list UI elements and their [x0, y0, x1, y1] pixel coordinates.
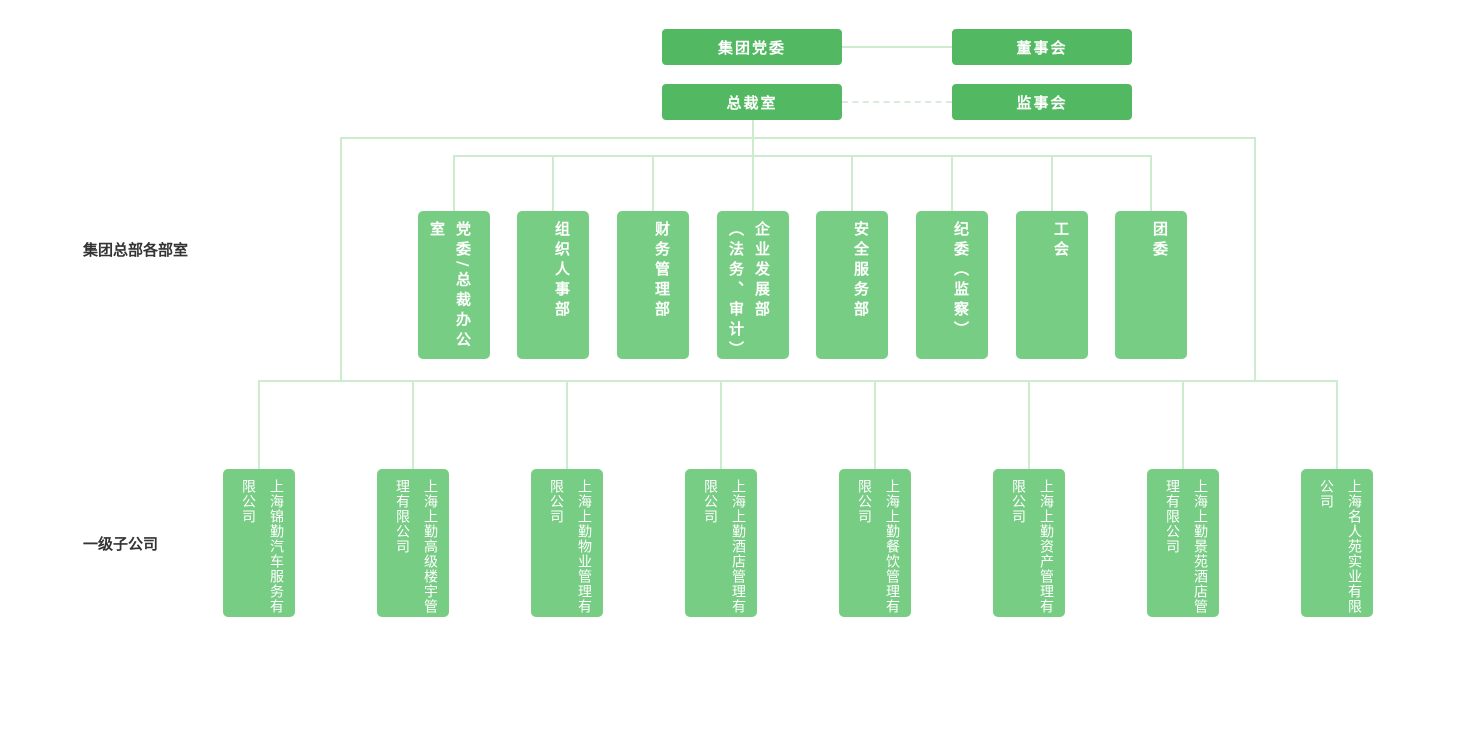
connector-president-supervisors — [842, 101, 952, 103]
dept-drop-connector — [453, 155, 455, 212]
subsidiary-label: 上海上勤高级楼宇管理有限公司 — [394, 479, 438, 614]
subsidiary-box: 上海上勤餐饮管理有限公司 — [839, 469, 911, 617]
dept-drop-connector — [1051, 155, 1053, 212]
connector-outer-top — [340, 137, 1256, 139]
connector-president-down — [752, 119, 754, 138]
dept-label: 企业发展部（法务、审计） — [727, 221, 771, 361]
subsidiary-label: 上海上勤餐饮管理有限公司 — [856, 479, 900, 614]
subsidiary-label: 上海上勤景苑酒店管理有限公司 — [1164, 479, 1208, 614]
departments-row-label: 集团总部各部室 — [83, 241, 189, 259]
connector-dept-bus — [453, 155, 1152, 157]
board-of-directors-box: 董事会 — [952, 29, 1132, 65]
dept-box: 工会 — [1016, 211, 1088, 359]
dept-label: 团委 — [1151, 221, 1169, 261]
subsidiary-box: 上海上勤酒店管理有限公司 — [685, 469, 757, 617]
dept-label: 组织人事部 — [553, 221, 571, 321]
subsidiary-drop-connector — [1028, 380, 1030, 470]
dept-drop-connector — [552, 155, 554, 212]
president-office-box: 总裁室 — [662, 84, 842, 120]
dept-box: 安全服务部 — [816, 211, 888, 359]
subsidiary-box: 上海名人苑实业有限公司 — [1301, 469, 1373, 617]
subsidiary-label: 上海上勤酒店管理有限公司 — [702, 479, 746, 614]
subsidiary-label: 上海锦勤汽车服务有限公司 — [240, 479, 284, 614]
dept-drop-connector — [1150, 155, 1152, 212]
dept-label: 财务管理部 — [653, 221, 671, 321]
board-of-supervisors-box: 监事会 — [952, 84, 1132, 120]
dept-label: 党委/总裁办公室 — [428, 221, 472, 352]
dept-drop-connector — [851, 155, 853, 212]
dept-drop-connector — [652, 155, 654, 212]
dept-drop-connector — [752, 155, 754, 212]
subsidiary-label: 上海上勤资产管理有限公司 — [1010, 479, 1054, 614]
subsidiary-drop-connector — [1336, 380, 1338, 470]
connector-center-down — [752, 138, 754, 156]
subsidiary-drop-connector — [566, 380, 568, 470]
party-committee-box: 集团党委 — [662, 29, 842, 65]
subsidiary-label: 上海上勤物业管理有限公司 — [548, 479, 592, 614]
connector-sub-bus — [258, 380, 1338, 382]
subsidiary-box: 上海上勤景苑酒店管理有限公司 — [1147, 469, 1219, 617]
connector-party-board — [842, 46, 952, 48]
dept-box: 团委 — [1115, 211, 1187, 359]
dept-box: 党委/总裁办公室 — [418, 211, 490, 359]
dept-label: 纪委（监察） — [952, 221, 970, 341]
subsidiary-box: 上海上勤高级楼宇管理有限公司 — [377, 469, 449, 617]
connector-outer-right — [1254, 137, 1256, 381]
subsidiary-drop-connector — [874, 380, 876, 470]
subsidiary-label: 上海名人苑实业有限公司 — [1318, 479, 1362, 614]
subsidiary-box: 上海锦勤汽车服务有限公司 — [223, 469, 295, 617]
subsidiary-drop-connector — [258, 380, 260, 470]
subsidiary-drop-connector — [412, 380, 414, 470]
dept-label: 安全服务部 — [852, 221, 870, 321]
subsidiary-drop-connector — [1182, 380, 1184, 470]
connector-outer-left — [340, 137, 342, 381]
subsidiaries-row-label: 一级子公司 — [83, 535, 159, 553]
dept-box: 纪委（监察） — [916, 211, 988, 359]
subsidiary-drop-connector — [720, 380, 722, 470]
dept-label: 工会 — [1052, 221, 1070, 261]
dept-box: 财务管理部 — [617, 211, 689, 359]
dept-box: 企业发展部（法务、审计） — [717, 211, 789, 361]
subsidiary-box: 上海上勤物业管理有限公司 — [531, 469, 603, 617]
dept-box: 组织人事部 — [517, 211, 589, 359]
subsidiary-box: 上海上勤资产管理有限公司 — [993, 469, 1065, 617]
dept-drop-connector — [951, 155, 953, 212]
